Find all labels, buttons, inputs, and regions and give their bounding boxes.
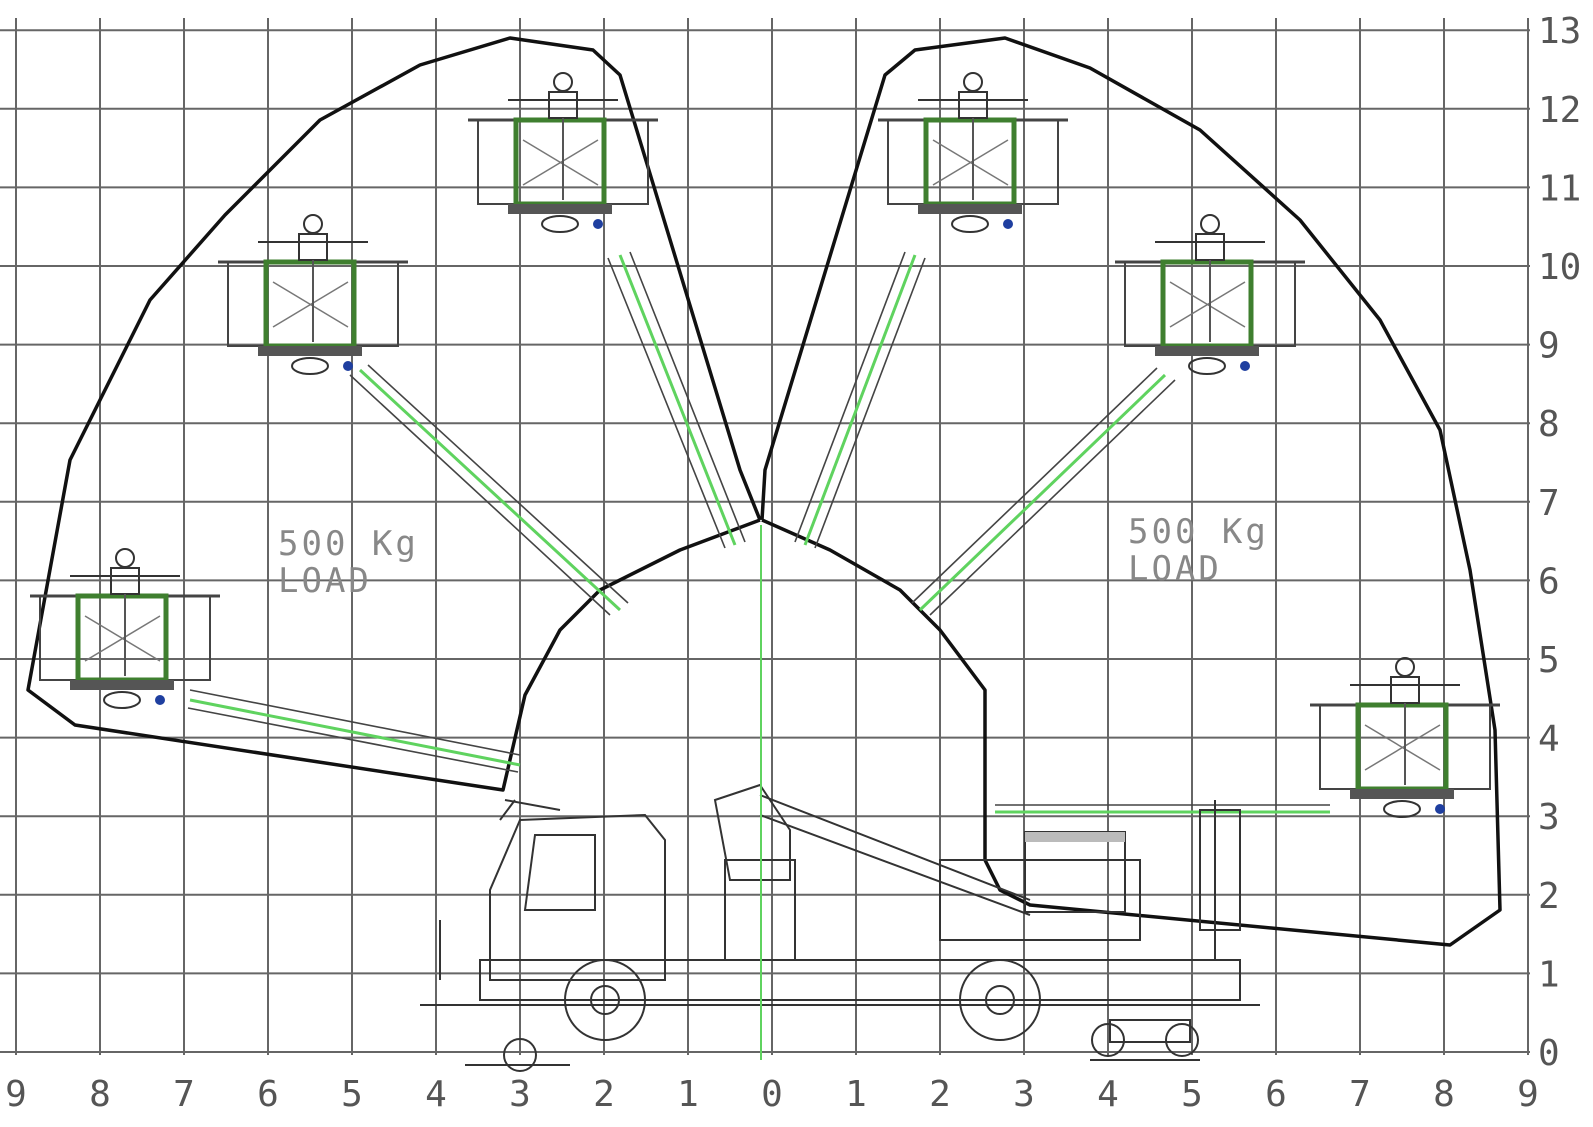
x-tick-label: 7	[173, 1074, 195, 1115]
rear-rail-wheel-2	[1165, 1023, 1199, 1057]
y-tick-label: 1	[1538, 954, 1560, 995]
front-rail-wheel	[503, 1038, 537, 1072]
platform-base	[70, 680, 174, 690]
x-tick-label: 3	[509, 1074, 531, 1115]
platform-rotator	[103, 691, 141, 709]
operator-body	[1390, 676, 1420, 704]
platform	[1115, 214, 1305, 375]
left-load-weight: 500 Kg	[278, 524, 419, 564]
x-tick-label: 9	[1517, 1074, 1539, 1115]
platform	[878, 72, 1068, 233]
y-tick-label: 3	[1538, 797, 1560, 838]
platforms	[30, 72, 1500, 818]
operator-body	[1195, 233, 1225, 261]
y-tick-label: 8	[1538, 404, 1560, 445]
joint-dot	[343, 361, 353, 371]
platform-brace	[932, 139, 1009, 186]
platform-rotator	[541, 215, 579, 233]
operator-head	[303, 214, 323, 234]
y-tick-label: 10	[1538, 247, 1581, 288]
x-tick-label: 9	[5, 1074, 27, 1115]
x-tick-label: 2	[929, 1074, 951, 1115]
rear-rail-wheel-1	[1091, 1023, 1125, 1057]
platform	[30, 548, 220, 709]
operator-head	[1200, 214, 1220, 234]
y-tick-label: 5	[1538, 640, 1560, 681]
y-tick-label: 11	[1538, 168, 1581, 209]
joint-dot	[1003, 219, 1013, 229]
x-tick-label: 5	[1181, 1074, 1203, 1115]
platform-rotator	[951, 215, 989, 233]
operator-head	[553, 72, 573, 92]
platform	[468, 72, 658, 233]
right-load-weight: 500 Kg	[1128, 512, 1269, 552]
operator-body	[298, 233, 328, 261]
x-tick-label: 2	[593, 1074, 615, 1115]
platform-brace	[522, 139, 599, 186]
x-tick-label: 6	[257, 1074, 279, 1115]
platform-brace	[1169, 281, 1246, 328]
platform-base	[918, 204, 1022, 214]
x-tick-label: 8	[89, 1074, 111, 1115]
platform-brace	[84, 615, 161, 662]
x-tick-label: 3	[1013, 1074, 1035, 1115]
y-tick-label: 9	[1538, 326, 1560, 367]
x-tick-label: 4	[425, 1074, 447, 1115]
platform-base	[258, 346, 362, 356]
y-tick-label: 13	[1538, 11, 1581, 52]
platform-brace	[1364, 724, 1441, 771]
x-tick-label: 0	[761, 1074, 783, 1115]
platform-rotator	[1188, 357, 1226, 375]
operator-body	[548, 91, 578, 119]
platform-rotator	[291, 357, 329, 375]
platform-brace	[272, 281, 349, 328]
platform-base	[1350, 789, 1454, 799]
y-tick-label: 6	[1538, 561, 1560, 602]
joint-dot	[1240, 361, 1250, 371]
operator-head	[963, 72, 983, 92]
x-tick-label: 4	[1097, 1074, 1119, 1115]
x-axis-ticks: 9 8 7 6 5 4 3 2 1 0 1 2 3 4 5 6 7 8 9	[5, 1074, 1539, 1115]
right-booms	[794, 251, 1330, 814]
y-tick-label: 7	[1538, 483, 1560, 524]
x-tick-label: 1	[845, 1074, 867, 1115]
joint-dot	[593, 219, 603, 229]
left-booms	[187, 251, 746, 773]
rear-wheel	[959, 959, 1041, 1041]
x-tick-label: 1	[677, 1074, 699, 1115]
front-wheel	[564, 959, 646, 1041]
x-tick-label: 8	[1433, 1074, 1455, 1115]
right-load-label: LOAD	[1128, 549, 1222, 589]
y-tick-label: 2	[1538, 876, 1560, 917]
platform-base	[1155, 346, 1259, 356]
truck-chassis	[479, 959, 1241, 1001]
operator-head	[1395, 657, 1415, 677]
operator-body	[958, 91, 988, 119]
platform-base	[508, 204, 612, 214]
platform	[218, 214, 408, 375]
joint-dot	[155, 695, 165, 705]
right-envelope-outline	[760, 36, 1502, 947]
truck-cab	[489, 813, 666, 981]
x-tick-label: 7	[1349, 1074, 1371, 1115]
rail-road-truck	[420, 783, 1260, 1072]
left-load-label: LOAD	[278, 561, 372, 601]
y-tick-label: 12	[1538, 90, 1581, 131]
platform-rotator	[1383, 800, 1421, 818]
stowed-platform	[1024, 831, 1126, 913]
joint-dot	[1435, 804, 1445, 814]
y-tick-label: 0	[1538, 1033, 1560, 1074]
grid	[0, 18, 1530, 1055]
x-tick-label: 5	[341, 1074, 363, 1115]
left-envelope-outline	[26, 36, 762, 792]
platform	[1310, 657, 1500, 818]
stowed-boom	[759, 794, 1031, 916]
x-tick-label: 6	[1265, 1074, 1287, 1115]
y-tick-label: 4	[1538, 719, 1560, 760]
operator-head	[115, 548, 135, 568]
